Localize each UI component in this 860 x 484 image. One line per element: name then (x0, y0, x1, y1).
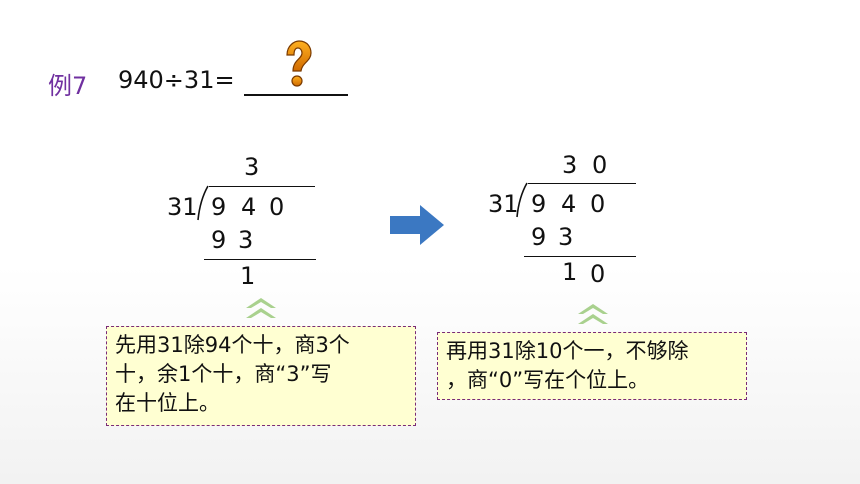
subtraction-line (204, 259, 316, 260)
explanation-note-left: 先用31除94个十，商3个 十，余1个十，商“3”写 在十位上。 (106, 326, 416, 426)
division-bracket (197, 185, 209, 221)
product-digit: 9 (211, 226, 227, 254)
arrow-right-icon (390, 205, 444, 245)
chevron-up-double-icon (246, 298, 276, 318)
question-mark-icon (286, 40, 312, 87)
subtraction-line (524, 256, 636, 257)
quotient-digit: 3 (562, 151, 578, 179)
divisor: 31 (488, 190, 519, 218)
answer-blank (244, 94, 348, 96)
note-line: 先用31除94个十，商3个 (115, 333, 350, 357)
division-bar (209, 186, 315, 187)
divisor: 31 (167, 193, 198, 221)
quotient-digit: 3 (244, 153, 260, 181)
note-line: 在十位上。 (115, 391, 220, 415)
product-digit: 3 (558, 223, 574, 251)
note-line: ，商“0”写在个位上。 (446, 368, 650, 392)
chevron-up-double-icon (578, 304, 608, 324)
division-bar (528, 183, 636, 184)
dividend-digit: 0 (590, 190, 606, 218)
note-line: 再用31除10个一，不够除 (446, 339, 689, 363)
remainder-digit: 0 (590, 260, 606, 288)
quotient-digit: 0 (592, 151, 608, 179)
product-digit: 3 (238, 226, 254, 254)
dividend-digit: 9 (531, 190, 547, 218)
example-label: 例7 (48, 72, 88, 100)
explanation-note-right: 再用31除10个一，不够除 ，商“0”写在个位上。 (437, 332, 747, 400)
dividend-digit: 4 (561, 190, 577, 218)
product-digit: 9 (531, 223, 547, 251)
dividend-digit: 0 (269, 193, 285, 221)
remainder-digit: 1 (240, 262, 256, 290)
remainder-digit: 1 (562, 258, 578, 286)
dividend-digit: 9 (211, 193, 227, 221)
division-bracket (516, 182, 528, 218)
equation: 940÷31= (118, 66, 235, 94)
dividend-digit: 4 (241, 193, 257, 221)
note-line: 十，余1个十，商“3”写 (115, 362, 332, 386)
